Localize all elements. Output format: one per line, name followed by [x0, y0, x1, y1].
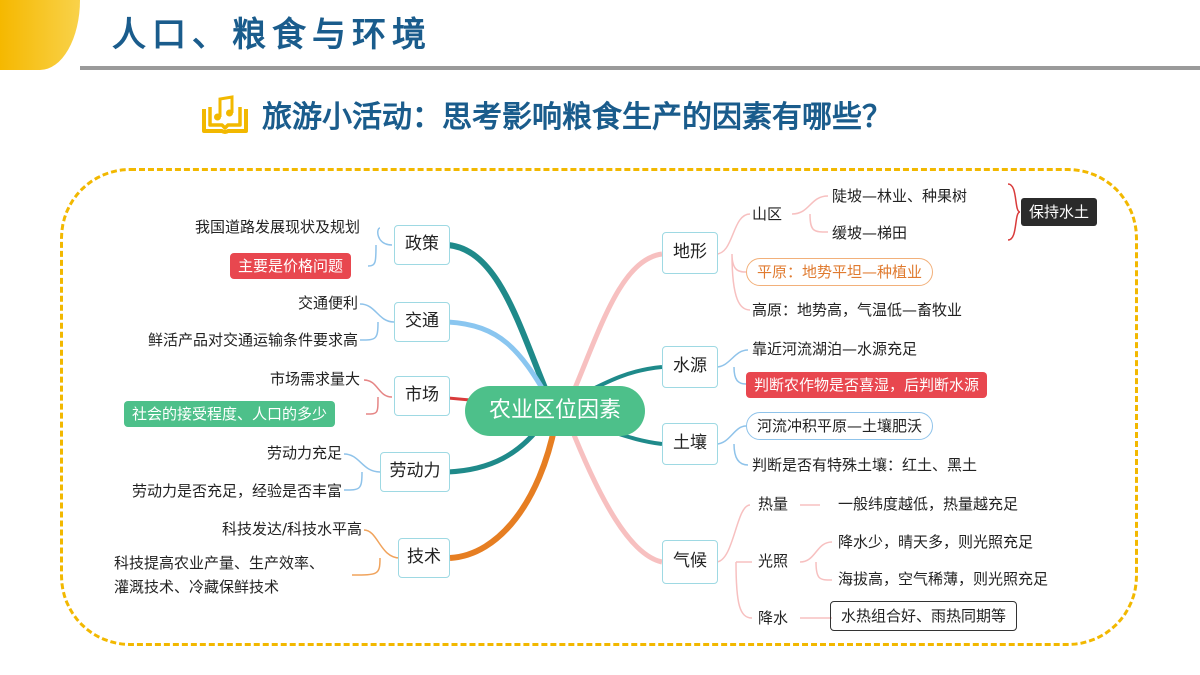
page-title: 人口、粮食与环境 — [112, 15, 432, 55]
terrain-mountain-note: 保持水土 — [1021, 198, 1098, 226]
node-transport: 交通 — [394, 302, 450, 342]
node-market: 市场 — [394, 376, 450, 416]
center-node: 农业区位因素 — [465, 386, 645, 436]
policy-item-2: 主要是价格问题 — [230, 253, 352, 279]
policy-item-1: 我国道路发展现状及规划 — [194, 218, 360, 236]
climate-precip: 降水 — [758, 609, 789, 627]
climate-precip-item: 水热组合好、雨热同期等 — [830, 601, 1018, 631]
node-water: 水源 — [662, 346, 718, 388]
terrain-plateau: 高原：地势高，气温低—畜牧业 — [752, 301, 963, 319]
climate-light: 光照 — [758, 552, 789, 570]
terrain-mountain: 山区 — [752, 205, 783, 223]
node-climate: 气候 — [662, 540, 718, 584]
terrain-plain: 平原：地势平坦—种植业 — [746, 258, 934, 286]
labor-item-2: 劳动力是否充足，经验是否丰富 — [131, 482, 342, 500]
climate-heat-item: 一般纬度越低，热量越充足 — [838, 495, 1019, 513]
node-soil: 土壤 — [662, 423, 718, 465]
tech-item-2: 科技提高农业产量、生产效率、 — [114, 554, 325, 572]
activity-title: 旅游小活动：思考影响粮食生产的因素有哪些？ — [262, 100, 892, 135]
header-divider — [80, 66, 1200, 70]
water-item-1: 靠近河流湖泊—水源充足 — [752, 340, 918, 358]
climate-light-item-1: 降水少，晴天多，则光照充足 — [838, 533, 1034, 551]
transport-item-2: 鲜活产品对交通运输条件要求高 — [147, 331, 358, 349]
transport-item-1: 交通便利 — [297, 294, 358, 312]
tech-item-1: 科技发达/科技水平高 — [221, 520, 362, 538]
node-tech: 技术 — [398, 538, 450, 578]
market-item-1: 市场需求量大 — [269, 370, 360, 388]
tech-item-3: 灌溉技术、冷藏保鲜技术 — [114, 578, 280, 596]
node-labor: 劳动力 — [380, 452, 450, 492]
water-item-2: 判断农作物是否喜湿，后判断水源 — [746, 372, 988, 398]
soil-item-1: 河流冲积平原—土壤肥沃 — [746, 412, 934, 440]
labor-item-1: 劳动力充足 — [266, 444, 342, 462]
open-book-music-icon — [200, 95, 250, 137]
terrain-mountain-item-1: 陡坡—林业、种果树 — [832, 187, 968, 205]
terrain-mountain-item-2: 缓坡—梯田 — [832, 224, 908, 242]
node-terrain: 地形 — [662, 232, 718, 274]
node-policy: 政策 — [394, 225, 450, 265]
climate-heat: 热量 — [758, 495, 789, 513]
market-item-2: 社会的接受程度、人口的多少 — [124, 401, 336, 427]
soil-item-2: 判断是否有特殊土壤：红土、黑土 — [752, 456, 978, 474]
climate-light-item-2: 海拔高，空气稀薄，则光照充足 — [838, 570, 1049, 588]
dashed-frame — [60, 168, 1138, 646]
